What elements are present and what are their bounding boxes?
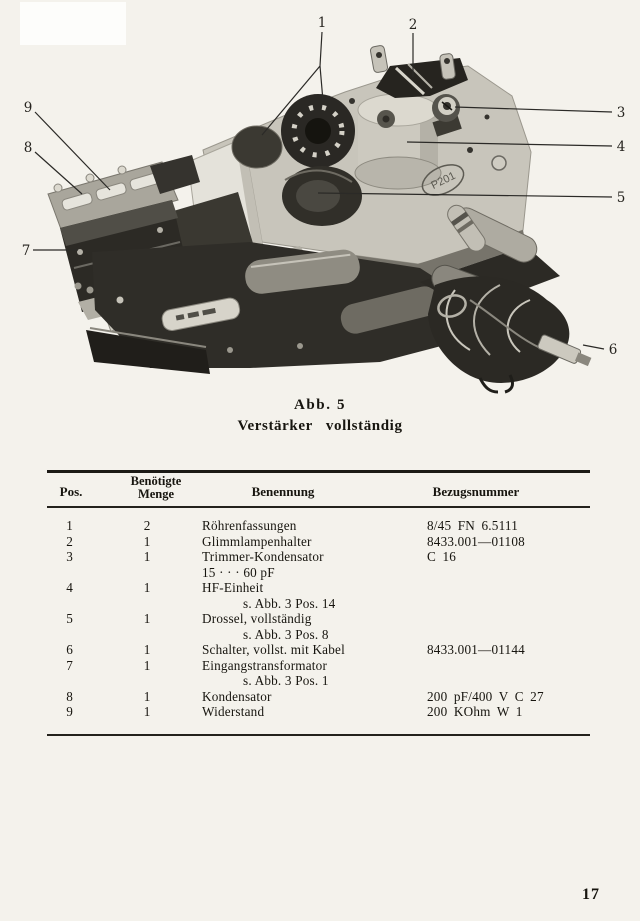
header-name: Benennung — [251, 484, 315, 499]
table-rule-bottom — [47, 733, 590, 736]
callout-label-3: 3 — [617, 105, 626, 121]
callout-label-2: 2 — [409, 17, 418, 33]
callout-label-6: 6 — [609, 342, 618, 358]
table-rule-header — [47, 506, 590, 508]
capacitor-can — [354, 93, 442, 190]
table-row: 15 · · · 60 pF — [202, 564, 275, 580]
cable-connector — [537, 334, 592, 367]
paper-capacitor — [161, 297, 241, 332]
callout-label-5: 5 — [617, 190, 626, 206]
figure-title: Verstärker vollständig — [237, 418, 403, 434]
figure-number: Abb. 5 — [293, 397, 347, 413]
page-number: 17 — [582, 886, 600, 903]
table-row: s. Abb. 3 Pos. 8 — [243, 626, 329, 642]
socket-hole — [231, 125, 283, 169]
callout-label-8: 8 — [24, 140, 33, 156]
terminal-strip — [369, 45, 468, 98]
callout-label-4: 4 — [617, 139, 626, 155]
callout-lines — [33, 31, 613, 350]
cable-harness — [428, 276, 592, 394]
table-row: s. Abb. 3 Pos. 14 — [243, 595, 336, 611]
callout-label-7: 7 — [22, 243, 31, 259]
header-ref: Bezugsnummer — [432, 484, 520, 499]
header-pos: Pos. — [59, 484, 83, 499]
callout-label-1: 1 — [318, 15, 327, 31]
chassis-photo: P201 — [20, 2, 626, 394]
fuse-strip — [47, 155, 200, 233]
callout-label-9: 9 — [24, 100, 33, 116]
scan-white-patch — [20, 2, 126, 45]
table-row: s. Abb. 3 Pos. 1 — [243, 673, 329, 688]
lower-chassis — [78, 242, 470, 374]
tube-socket — [281, 94, 362, 226]
figure-caption: Abb. 5 Verstärker vollständig — [0, 397, 640, 435]
trimmer-capacitor — [432, 94, 462, 137]
table-rule-top — [47, 470, 590, 473]
